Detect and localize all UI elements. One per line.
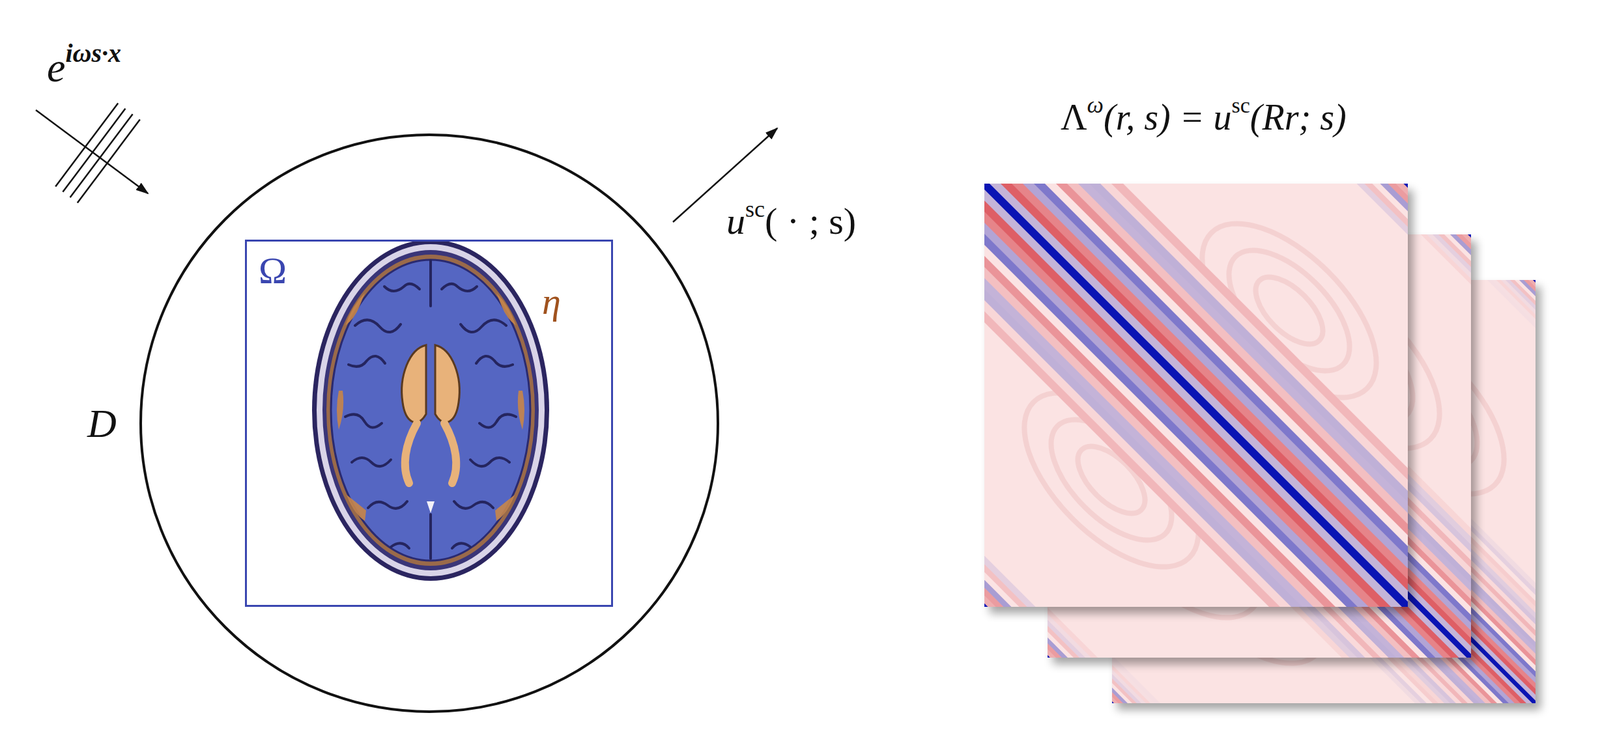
scattered-field-formula: usc( · ; s) (726, 195, 857, 245)
formula-superscript: ω (1087, 91, 1104, 118)
formula-base: Λ (1060, 97, 1088, 138)
contrast-label: η (542, 278, 561, 325)
formula-argument: (r, s) = u (1103, 97, 1232, 138)
incident-arrow (35, 110, 148, 194)
circle-outline (139, 133, 720, 714)
formula-superscript: sc (745, 196, 765, 223)
brain-image (312, 239, 550, 582)
formula-superscript: sc (1231, 93, 1251, 118)
formula-base: e (46, 44, 66, 91)
wavefronts (55, 102, 141, 203)
data-matrix (90, 0, 1600, 754)
formula-base: u (726, 200, 746, 243)
formula-exponent: iωs·x (65, 38, 122, 68)
formula-argument: (Rr; s) (1250, 97, 1347, 138)
incident-wave-formula: eiωs·x (46, 37, 122, 94)
contrast-symbol: η (542, 280, 561, 323)
domain-circle: ΩD (139, 133, 720, 714)
scattered-arrow (672, 128, 778, 223)
formula-argument: ( · ; s) (764, 200, 857, 243)
data-matrix (153, 0, 1600, 754)
region-label: Ω (258, 252, 287, 290)
domain-label: D (87, 403, 117, 444)
data-formula: Λω(r, s) = usc(Rr; s) (1060, 91, 1347, 140)
